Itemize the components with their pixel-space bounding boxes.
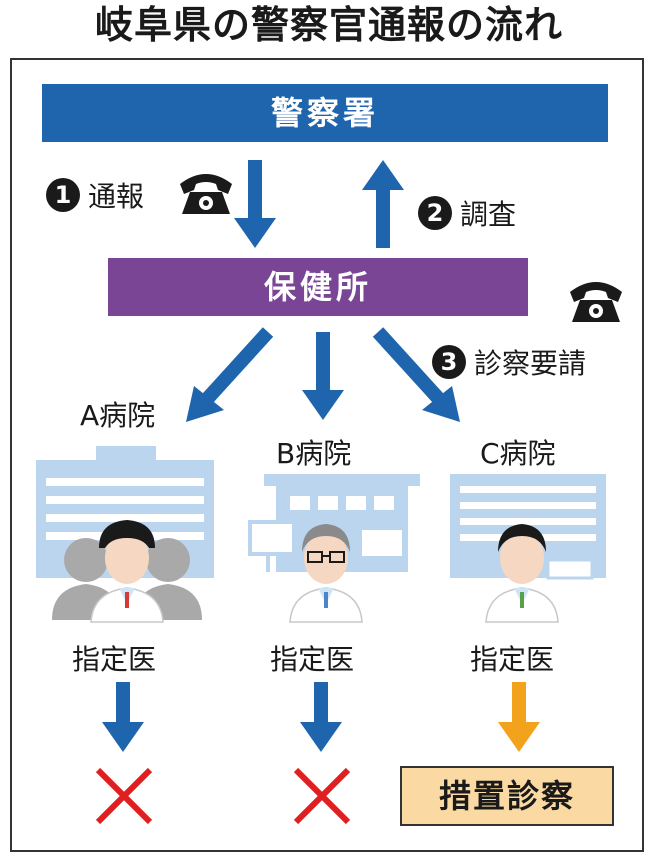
hospital-building-icon [248, 474, 420, 572]
step-number: 3 [432, 345, 466, 379]
cross-mark-icon [95, 767, 153, 825]
arrow-outcome-b [300, 682, 342, 752]
police-station-box: 警察署 [42, 84, 608, 142]
arrow-to-hospital-c [372, 327, 460, 422]
hospital-a-label: A病院 [80, 399, 156, 432]
step-report: 1 通報 [46, 175, 144, 215]
diagram-title: 岐阜県の警察官通報の流れ [94, 3, 563, 47]
step-investigate: 2 調査 [418, 193, 516, 233]
doctor-icon [289, 524, 363, 623]
arrow-to-hospital-a [186, 327, 274, 422]
doctor-icon [485, 524, 559, 623]
step-label: 通報 [88, 180, 145, 213]
hospital-c-label: C病院 [480, 437, 556, 470]
phone-icon [570, 282, 622, 322]
result-measure-exam: 措置診察 [400, 766, 614, 826]
arrow-to-hospital-b [302, 332, 344, 420]
step-label: 調査 [460, 198, 517, 231]
phone-icon [180, 174, 232, 214]
arrow-outcome-c [498, 682, 540, 752]
health-center-box: 保健所 [108, 258, 528, 316]
step-number: 1 [46, 178, 80, 212]
step-label: 診察要請 [474, 347, 587, 380]
doctor-a-label: 指定医 [72, 643, 157, 676]
diagram-frame [10, 58, 644, 852]
doctor-icon [90, 520, 164, 623]
cross-mark-icon [293, 767, 351, 825]
hospital-b-label: B病院 [276, 437, 352, 470]
arrow-report [234, 160, 276, 248]
arrow-outcome-a [102, 682, 144, 752]
arrow-investigate [362, 160, 404, 248]
doctor-c-label: 指定医 [470, 643, 555, 676]
doctor-b-label: 指定医 [270, 643, 355, 676]
step-exam-request: 3 診察要請 [432, 342, 586, 382]
step-number: 2 [418, 196, 452, 230]
